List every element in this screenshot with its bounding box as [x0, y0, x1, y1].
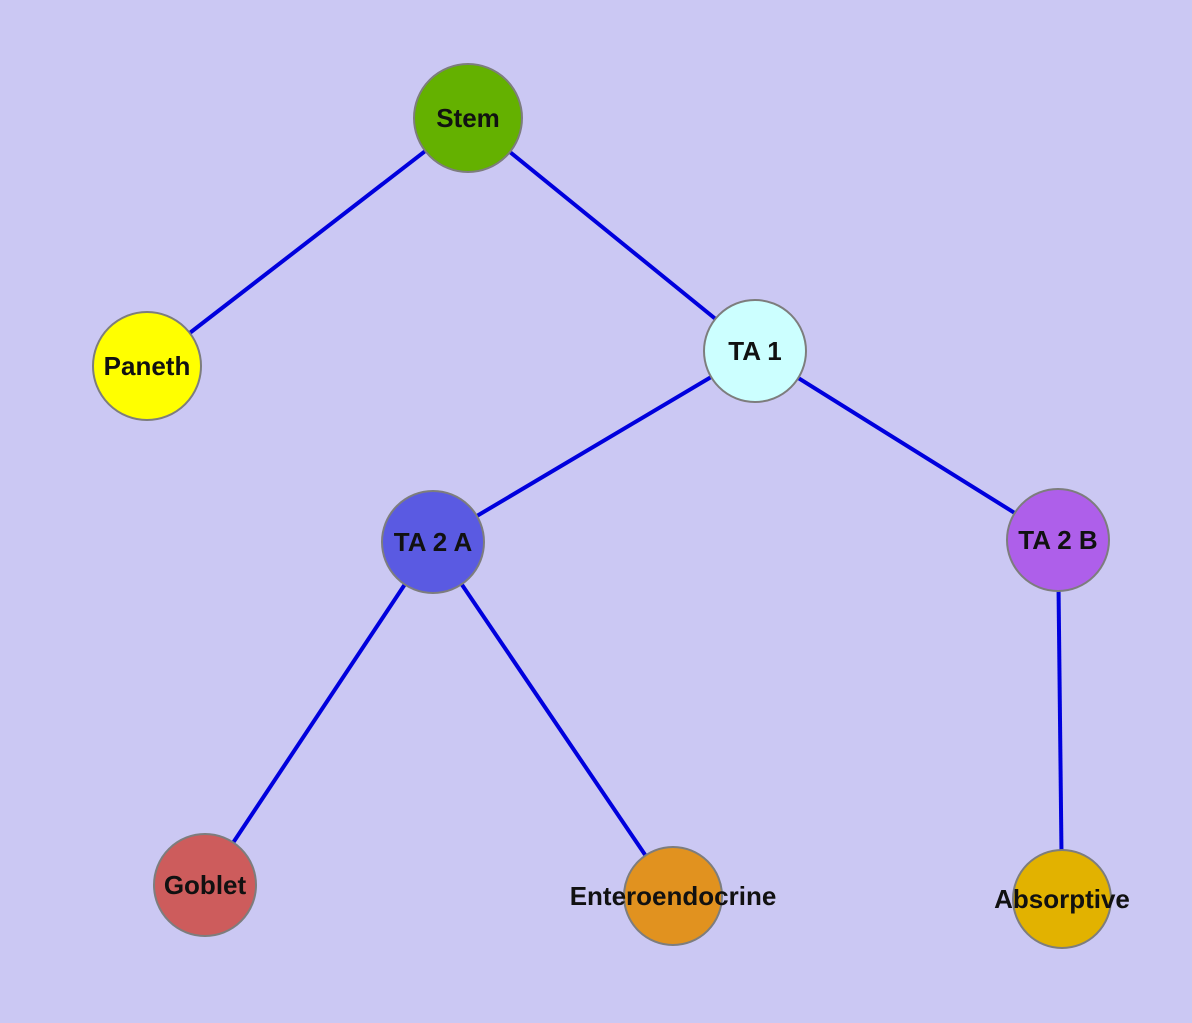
node-stem[interactable]: Stem — [413, 63, 523, 173]
node-label-paneth: Paneth — [103, 350, 191, 381]
edge-ta1-ta2b — [753, 349, 1060, 542]
edge-stem-ta1 — [466, 116, 757, 353]
node-enteroendocrine[interactable]: Enteroendocrine — [570, 846, 776, 946]
edge-ta2a-goblet — [203, 540, 435, 887]
edge-ta1-ta2a — [431, 349, 757, 544]
node-goblet[interactable]: Goblet — [153, 833, 257, 937]
node-label-ta2b: TA 2 B — [1018, 524, 1098, 555]
edge-ta2b-absorptive — [1056, 539, 1064, 900]
node-ta2b[interactable]: TA 2 B — [1006, 488, 1110, 592]
edge-ta2a-enteroendocrine — [431, 540, 675, 898]
node-label-ta2a: TA 2 A — [393, 526, 473, 557]
edge-stem-paneth — [145, 116, 470, 368]
node-ta1[interactable]: TA 1 — [703, 299, 807, 403]
node-paneth[interactable]: Paneth — [92, 311, 202, 421]
node-label-ta1: TA 1 — [728, 335, 782, 366]
node-absorptive[interactable]: Absorptive — [994, 849, 1130, 949]
node-label-goblet: Goblet — [163, 869, 247, 900]
node-ta2a[interactable]: TA 2 A — [381, 490, 485, 594]
node-label-absorptive: Absorptive — [994, 883, 1130, 914]
node-label-stem: Stem — [436, 102, 500, 133]
